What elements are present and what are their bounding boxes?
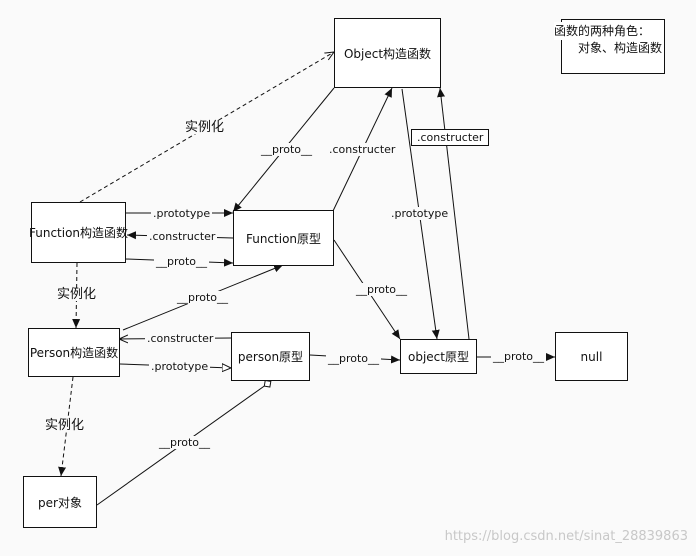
label-instance-1: 实例化 [183, 120, 227, 135]
object-prototype-box: object原型 [400, 339, 477, 374]
note-line-2: 对象、构造函数 [577, 41, 662, 55]
watermark: https://blog.csdn.net/sinat_28839863 [444, 529, 688, 544]
label-proto-5: __proto__ [326, 352, 382, 365]
label-proto-2: __proto__ [154, 255, 210, 268]
person-prototype-box: person原型 [231, 332, 310, 381]
label-proto-4: __proto__ [354, 283, 410, 296]
label-prototype-1: .prototype [151, 207, 213, 220]
label-proto-1: __proto__ [259, 143, 315, 156]
label-constructor-4: .constructer [145, 332, 216, 345]
note-box: 函数的两种角色： 对象、构造函数 [554, 19, 665, 74]
label-instance-2: 实例化 [55, 287, 99, 302]
edge-function-instance-person [72, 262, 81, 329]
label-prototype-3: .prototype [149, 360, 211, 373]
label-constructor-1: .constructer [327, 143, 398, 156]
per-object-box: per对象 [23, 476, 97, 528]
label-proto-3: __proto__ [175, 291, 231, 304]
label-constructor-3: .constructer [147, 230, 218, 243]
function-prototype-box: Function原型 [233, 210, 334, 266]
label-proto-7: __proto__ [157, 436, 213, 449]
note-line-1: 函数的两种角色： [554, 22, 651, 40]
function-constructor-box: Function构造函数 [29, 202, 128, 263]
label-prototype-2: .prototype [389, 207, 451, 220]
label-instance-3: 实例化 [43, 418, 87, 433]
person-constructor-box: Person构造函数 [28, 328, 120, 377]
label-constructor-2: .constructer [411, 129, 490, 146]
label-proto-6: __proto__ [491, 350, 547, 363]
null-box: null [555, 332, 628, 381]
object-constructor-box: Object构造函数 [334, 18, 441, 88]
